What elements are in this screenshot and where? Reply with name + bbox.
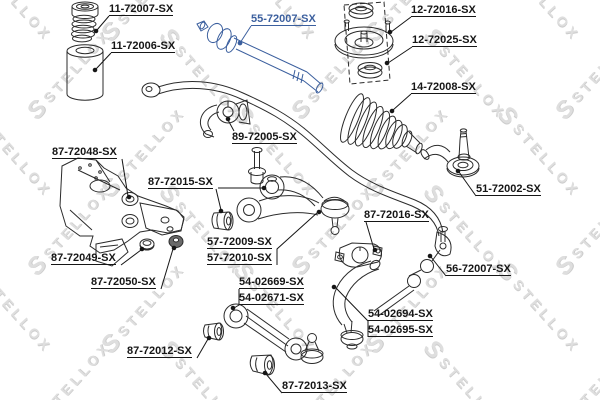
tension-arm-part	[333, 258, 382, 349]
stabilizer-bushing-bracket-part	[200, 100, 250, 138]
inner-tie-rod-part-highlighted	[197, 21, 324, 94]
label-11-72007-sx[interactable]: 11-72007-SX	[109, 3, 174, 16]
label-89-72005-sx[interactable]: 89-72005-SX	[232, 131, 297, 144]
upper-control-arm-part	[237, 175, 349, 235]
label-12-72025-sx[interactable]: 12-72025-SX	[412, 34, 477, 47]
stabilizer-dbracket-part	[335, 243, 382, 267]
label-11-72006-sx[interactable]: 11-72006-SX	[111, 40, 176, 53]
arm-bushing-part	[212, 212, 233, 230]
label-57-72010-sx[interactable]: 57-72010-SX	[207, 252, 272, 265]
mount-nut-part	[140, 239, 154, 250]
label-54-02669-sx[interactable]: 54-02669-SX	[239, 276, 304, 289]
label-87-72012-sx[interactable]: 87-72012-SX	[127, 345, 192, 358]
label-87-72013-sx[interactable]: 87-72013-SX	[282, 380, 347, 393]
clamp-bolt-part	[249, 148, 266, 184]
label-54-02671-sx[interactable]: 54-02671-SX	[239, 292, 304, 305]
label-51-72002-sx[interactable]: 51-72002-SX	[476, 183, 541, 196]
mount-bushing-part	[169, 236, 183, 248]
stabilizer-link-part	[374, 227, 448, 317]
bump-stop-part	[72, 2, 99, 42]
lateral-link-part	[224, 304, 323, 364]
link-bushing-front-part	[204, 323, 224, 340]
dust-cover-part	[67, 45, 103, 100]
label-12-72016-sx[interactable]: 12-72016-SX	[411, 4, 476, 17]
label-57-72009-sx[interactable]: 57-72009-SX	[207, 236, 272, 249]
leader-lines	[93, 16, 476, 393]
label-55-72007-sx[interactable]: 55-72007-SX	[251, 13, 316, 26]
label-87-72048-sx[interactable]: 87-72048-SX	[52, 146, 117, 159]
strut-mount-part	[335, 2, 393, 84]
label-14-72008-sx[interactable]: 14-72008-SX	[411, 81, 476, 94]
label-56-72007-sx[interactable]: 56-72007-SX	[446, 263, 511, 276]
link-bushing-rear-part	[250, 355, 274, 375]
label-87-72016-sx[interactable]: 87-72016-SX	[364, 209, 429, 222]
label-87-72049-sx[interactable]: 87-72049-SX	[51, 252, 116, 265]
steering-boot-part	[336, 91, 423, 154]
subframe-bracket-part	[60, 158, 184, 266]
label-54-02694-sx[interactable]: 54-02694-SX	[368, 308, 433, 321]
label-87-72015-sx[interactable]: 87-72015-SX	[148, 176, 213, 189]
tie-rod-end-part	[419, 129, 479, 177]
label-54-02695-sx[interactable]: 54-02695-SX	[368, 324, 433, 337]
stabilizer-bar-part	[142, 81, 451, 255]
label-87-72050-sx[interactable]: 87-72050-SX	[91, 276, 156, 289]
